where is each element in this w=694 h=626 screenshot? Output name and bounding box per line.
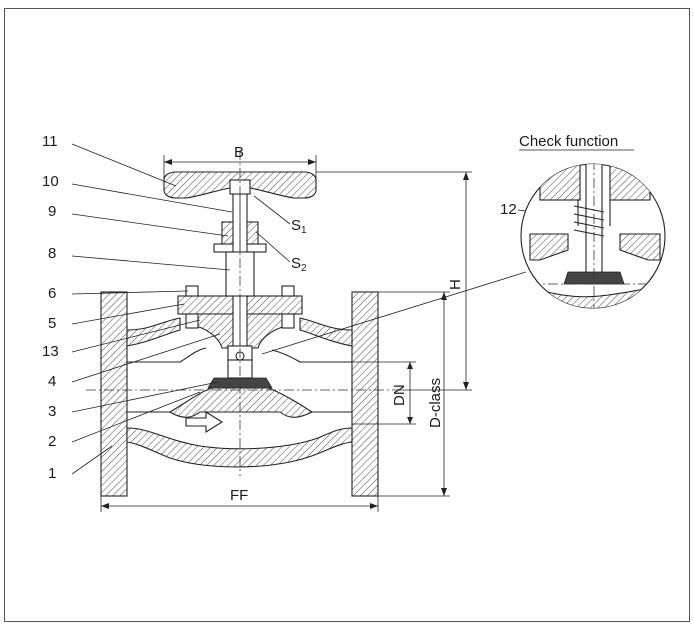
valve-body [86, 150, 398, 497]
left-flange [100, 291, 128, 497]
dimension-d-class: D-class [427, 378, 444, 428]
dimension-b: B [234, 144, 244, 161]
part-label-10: 10 [42, 173, 59, 190]
part-label-13: 13 [42, 343, 59, 360]
seal-s1: S1 [291, 217, 307, 236]
bolt-right-lower [281, 313, 295, 329]
part-label-4: 4 [48, 373, 56, 390]
dimension-ff: FF [230, 487, 248, 504]
part-label-6: 6 [48, 285, 56, 302]
check-function-detail [520, 163, 666, 309]
leader-lines [71, 143, 571, 475]
body-upper-right [299, 317, 353, 347]
check-function-title: Check function [519, 133, 618, 150]
part-label-9: 9 [48, 203, 56, 220]
part-label-3: 3 [48, 403, 56, 420]
bolt-left-lower [185, 313, 199, 329]
part-label-1: 1 [48, 465, 56, 482]
dimension-dn: DN [391, 384, 408, 406]
part-label-12: 12 [500, 201, 517, 218]
seat-web [168, 387, 314, 418]
dimension-h: H [447, 279, 464, 290]
part-label-8: 8 [48, 245, 56, 262]
flow-arrow [185, 411, 224, 433]
drawing-frame [4, 8, 690, 622]
part-label-2: 2 [48, 433, 56, 450]
part-label-5: 5 [48, 315, 56, 332]
body-lower-shell [126, 427, 353, 468]
dimensions [100, 155, 472, 512]
seal-s2: S2 [291, 255, 307, 274]
right-flange [351, 291, 379, 497]
part-label-11: 11 [42, 133, 58, 150]
bolt-right [281, 285, 295, 297]
